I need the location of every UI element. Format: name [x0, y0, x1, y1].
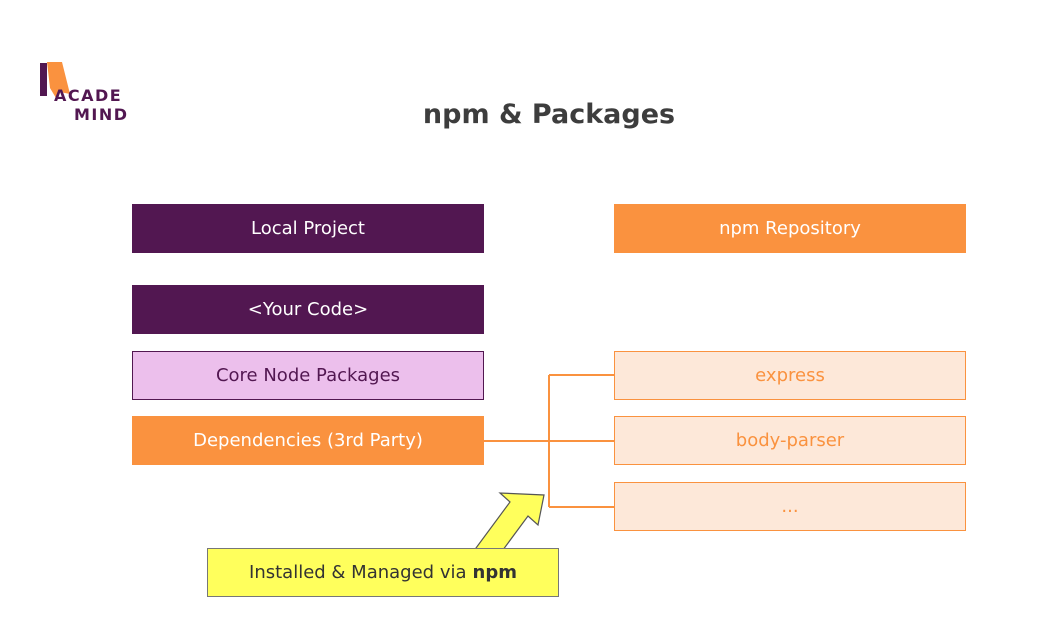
note-text: Installed & Managed via: [249, 562, 467, 583]
core-node-packages-box: Core Node Packages: [132, 351, 484, 400]
local-project-header: Local Project: [132, 204, 484, 253]
package-more: ...: [614, 482, 966, 531]
your-code-box: <Your Code>: [132, 285, 484, 334]
note-bold-npm: npm: [472, 562, 517, 583]
npm-repository-header: npm Repository: [614, 204, 966, 253]
page-title: npm & Packages: [422, 99, 676, 130]
installed-via-npm-note: Installed & Managed via npm: [207, 548, 559, 597]
package-body-parser: body-parser: [614, 416, 966, 465]
logo-text-top: ACADE: [54, 86, 123, 105]
logo-text-bottom: MIND: [74, 105, 129, 124]
package-express: express: [614, 351, 966, 400]
dependencies-box: Dependencies (3rd Party): [132, 416, 484, 465]
academind-logo: [40, 62, 70, 98]
